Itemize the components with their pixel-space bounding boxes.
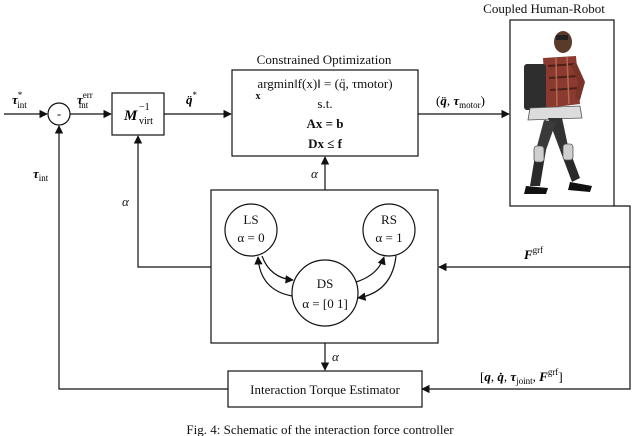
state-ds-alpha: α = [0 1] bbox=[302, 296, 348, 311]
minv-block bbox=[111, 92, 165, 136]
state-rs bbox=[362, 203, 416, 257]
alpha-bottom-label: α bbox=[332, 349, 340, 364]
minv-label: M bbox=[123, 108, 138, 124]
output-pair-label: (q̈, τmotor) bbox=[436, 93, 485, 110]
alpha-to-minv-line bbox=[133, 135, 211, 268]
transition-rs-ds bbox=[357, 255, 397, 301]
optimization-constraint-1: Ax = b bbox=[306, 116, 343, 131]
tau-int-label: τint bbox=[33, 166, 49, 183]
robot-panel-title: Coupled Human-Robot bbox=[483, 1, 605, 16]
state-ls bbox=[224, 203, 278, 257]
human-robot-figure bbox=[524, 31, 592, 194]
optimization-block bbox=[231, 69, 419, 157]
optimization-constraint-2: Dx ≤ f bbox=[308, 136, 343, 151]
summing-junction-sign: - bbox=[57, 106, 61, 121]
qdd-star-label: q̈* bbox=[186, 90, 198, 107]
optimization-objective: argmin‖f(x)‖ = (q̈, τmotor) bbox=[257, 76, 392, 91]
transition-ds-rs bbox=[355, 256, 386, 283]
optimization-title: Constrained Optimization bbox=[257, 52, 392, 67]
tau-int-star-label: τ*int bbox=[12, 90, 27, 110]
state-rs-name: RS bbox=[381, 212, 397, 227]
transition-ds-ls bbox=[254, 256, 293, 297]
state-rs-alpha: α = 1 bbox=[375, 230, 402, 245]
minv-sub: virt bbox=[139, 116, 153, 127]
transition-ls-ds bbox=[261, 255, 294, 284]
alpha-left-label: α bbox=[122, 194, 130, 209]
grf-feedback-line bbox=[438, 205, 631, 272]
optimization-st: s.t. bbox=[317, 96, 332, 111]
estimator-input-line bbox=[421, 267, 631, 394]
minv-sup: −1 bbox=[139, 102, 150, 113]
state-ls-name: LS bbox=[243, 212, 258, 227]
state-ds-name: DS bbox=[317, 276, 334, 291]
estimator-label: Interaction Torque Estimator bbox=[250, 382, 400, 397]
f-grf-label: Fgrf bbox=[523, 245, 543, 262]
figure-caption: Fig. 4: Schematic of the interaction for… bbox=[186, 422, 454, 436]
tau-int-feedback-line bbox=[54, 125, 228, 390]
alpha-top-label: α bbox=[311, 166, 319, 181]
estimator-inputs-label: [q, q̇, τjoint, Fgrf] bbox=[480, 367, 563, 386]
state-ls-alpha: α = 0 bbox=[237, 230, 264, 245]
optimization-argmin-sub: x bbox=[256, 91, 261, 102]
estimator-block bbox=[227, 370, 423, 408]
state-ds bbox=[291, 259, 359, 327]
